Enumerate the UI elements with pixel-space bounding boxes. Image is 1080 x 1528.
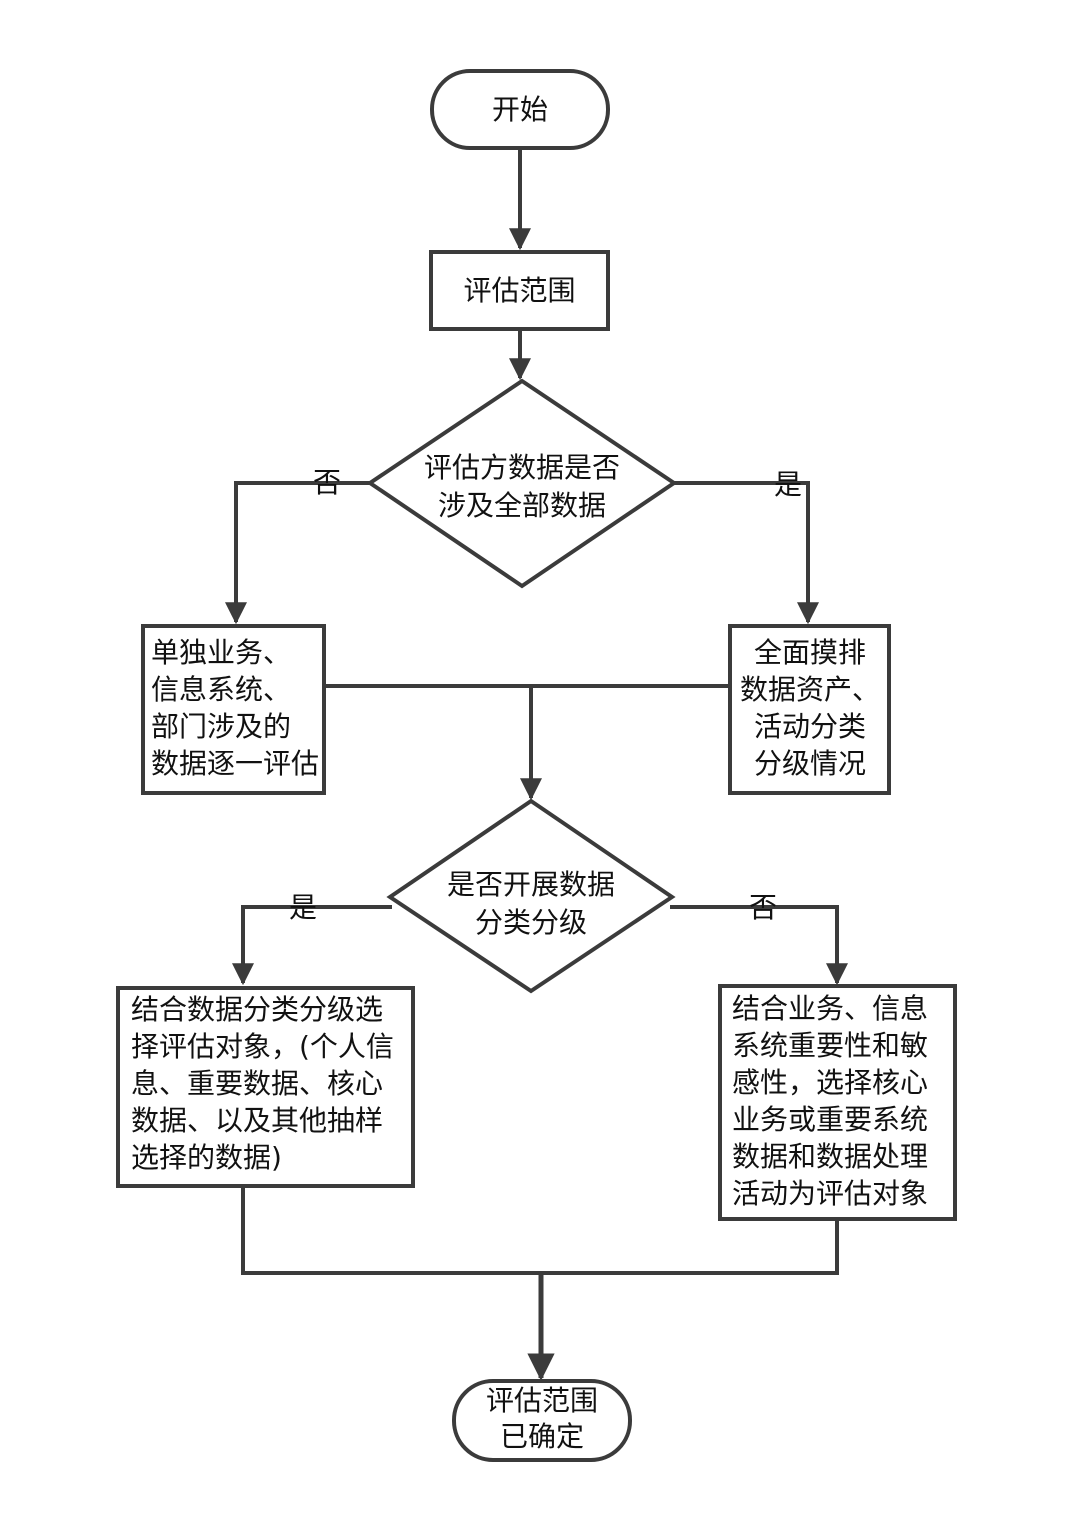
right2-box	[718, 984, 957, 1221]
left1-box	[141, 624, 326, 795]
decision2-diamond	[386, 798, 676, 994]
arrow-decision2-no	[670, 905, 848, 986]
start-terminal	[430, 69, 610, 150]
arrow-decision1-no	[225, 481, 370, 625]
right1-box	[728, 624, 891, 795]
connectors	[225, 148, 848, 1381]
scope-box	[429, 250, 610, 331]
left2-box	[116, 986, 415, 1188]
arrow-decision1-yes	[672, 481, 819, 625]
decision1-yes-label: 是	[774, 468, 803, 501]
end-terminal	[452, 1379, 632, 1462]
decision1-diamond	[366, 378, 678, 589]
decision2-yes-label: 是	[289, 891, 318, 924]
decision1-no-label: 否	[313, 466, 342, 499]
decision2-no-label: 否	[749, 891, 778, 924]
arrow-decision2-yes	[232, 905, 392, 986]
